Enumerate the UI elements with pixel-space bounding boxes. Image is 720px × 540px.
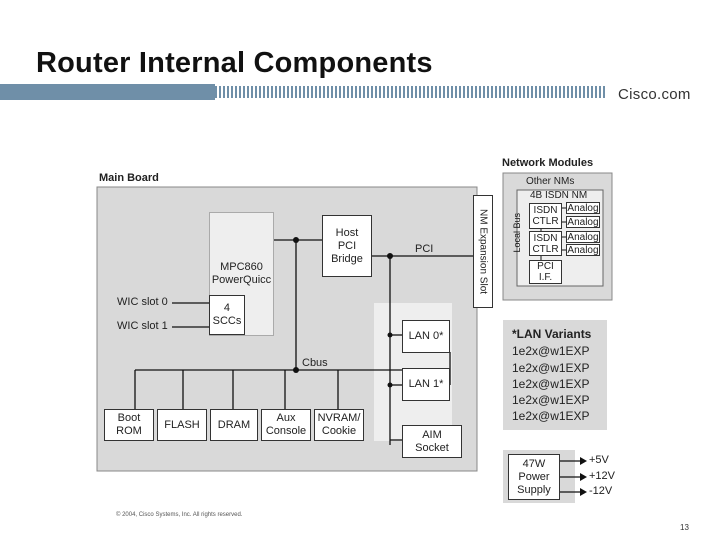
slide-title: Router Internal Components (36, 47, 433, 79)
isdn-nm-label: 4B ISDN NM (530, 190, 588, 201)
analog-4-label: Analog (567, 244, 599, 256)
dram-block: DRAM (210, 409, 258, 441)
sccs-block: 4 SCCs (209, 295, 245, 335)
analog-4: Analog (566, 244, 600, 256)
boot-rom-block: Boot ROM (104, 409, 154, 441)
cpu-label: MPC860 PowerQuicc (211, 261, 272, 286)
analog-2: Analog (566, 216, 600, 228)
analog-3-label: Analog (567, 231, 599, 243)
analog-2-label: Analog (567, 216, 599, 228)
nvram-cookie-block: NVRAM/ Cookie (314, 409, 364, 441)
local-bus-label: Local Bus (512, 213, 522, 253)
copyright-text: © 2004, Cisco Systems, Inc. All rights r… (116, 512, 243, 518)
lan-variants-area (503, 320, 607, 430)
aux-console-block: Aux Console (261, 409, 311, 441)
isdn-ctlr-1: ISDN CTLR (529, 203, 562, 229)
rail-plus-12v: +12V (589, 470, 615, 482)
nm-expansion-slot: NM Expansion Slot (473, 195, 493, 308)
pci-if-label: PCI I.F. (537, 261, 554, 283)
lan-variant-5: 1e2x@w1EXP (512, 409, 590, 423)
dram-label: DRAM (217, 418, 251, 431)
nvram-cookie-label: NVRAM/ Cookie (317, 412, 361, 437)
analog-1-label: Analog (567, 202, 599, 214)
cisco-logo: Cisco.com (618, 86, 691, 103)
other-nms-label: Other NMs (526, 176, 575, 187)
flash-label: FLASH (164, 418, 200, 431)
pci-if-block: PCI I.F. (529, 260, 562, 284)
page-number: 13 (680, 523, 689, 532)
flash-block: FLASH (157, 409, 207, 441)
boot-rom-label: Boot ROM (116, 412, 142, 437)
header-band (0, 84, 215, 100)
network-modules-title: Network Modules (502, 157, 594, 169)
cpu-block: MPC860 PowerQuicc (209, 212, 274, 336)
lan0-block: LAN 0* (402, 320, 450, 353)
wic-slot-0-label: WIC slot 0 (117, 296, 168, 308)
cbus-label: Cbus (302, 357, 328, 369)
lan-variant-1: 1e2x@w1EXP (512, 344, 590, 358)
analog-3: Analog (566, 231, 600, 243)
power-supply-label: 47W Power Supply (517, 457, 551, 496)
header-band-stripes (215, 86, 605, 98)
host-pci-bridge-label: Host PCI Bridge (331, 226, 363, 265)
local-bus: Local Bus (510, 200, 524, 266)
lan0-label: LAN 0* (408, 330, 444, 342)
rail-minus-12v: -12V (589, 485, 613, 497)
isdn-ctlr-2-label: ISDN CTLR (532, 232, 559, 255)
wic-slot-1-label: WIC slot 1 (117, 320, 168, 332)
lan-variants-title: *LAN Variants (512, 327, 592, 341)
lan1-label: LAN 1* (408, 378, 444, 390)
main-board-label: Main Board (99, 172, 159, 184)
analog-1: Analog (566, 202, 600, 214)
lan-variant-3: 1e2x@w1EXP (512, 377, 590, 391)
host-pci-bridge: Host PCI Bridge (322, 215, 372, 277)
aim-socket-label: AIM Socket (415, 428, 449, 454)
lan-variant-4: 1e2x@w1EXP (512, 393, 590, 407)
pci-bus-label: PCI (415, 243, 434, 255)
aux-console-label: Aux Console (265, 412, 307, 437)
lan-variant-2: 1e2x@w1EXP (512, 361, 590, 375)
lan1-block: LAN 1* (402, 368, 450, 401)
isdn-ctlr-1-label: ISDN CTLR (532, 205, 559, 227)
rail-plus-5v: +5V (589, 454, 609, 466)
aim-socket-block: AIM Socket (402, 425, 462, 458)
nm-expansion-slot-label: NM Expansion Slot (477, 208, 489, 295)
power-supply-block: 47W Power Supply (508, 454, 560, 500)
isdn-ctlr-2: ISDN CTLR (529, 231, 562, 256)
sccs-label: 4 SCCs (212, 302, 242, 327)
